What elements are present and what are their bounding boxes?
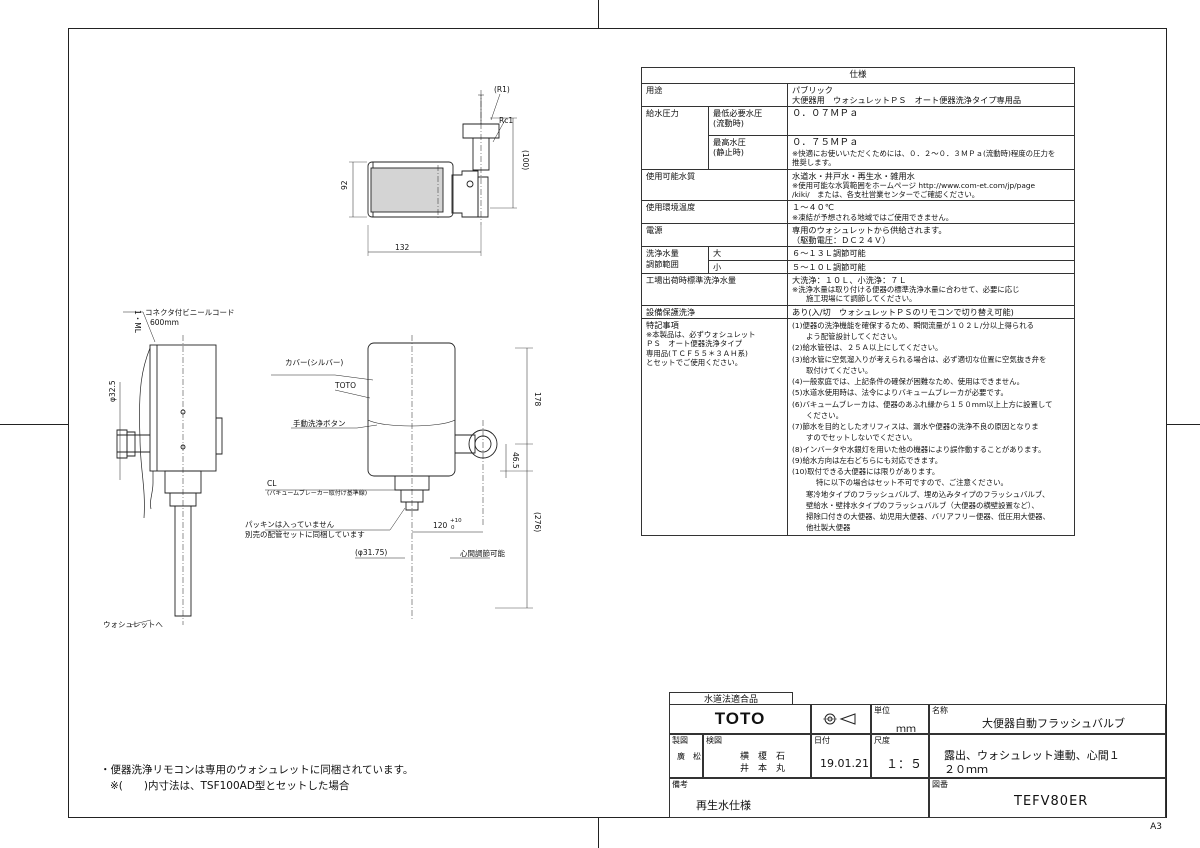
date-label: 日付 — [814, 736, 830, 745]
spec-value-min-pressure: ０．０７ＭＰａ — [787, 106, 1075, 137]
toto-logo: TOTO — [669, 704, 811, 734]
title-block: 水道法適合品 TOTO 単位 ｍｍ 名称 大便器自動フラッシュバルブ 製図 廣 … — [669, 692, 1166, 818]
spec-label-flush-volume: 洗浄水量調節範囲 — [641, 246, 709, 274]
name-cell: 名称 大便器自動フラッシュバルブ — [929, 704, 1166, 734]
dim-46: 46.5 — [511, 452, 520, 469]
projection-symbol-icon — [811, 704, 871, 734]
spec-sublabel-max-pressure: 最高水圧 (静止時) — [708, 135, 788, 170]
sheet-frame — [68, 28, 1167, 818]
description-line-1: 露出、ウォシュレット連動、心間１ — [944, 749, 1120, 762]
date-value: 19.01.21 — [820, 757, 869, 770]
dim-r1: (R1) — [494, 85, 510, 94]
date-cell: 日付 19.01.21 — [811, 734, 871, 778]
spec-value-large: ６～１３Ｌ調節可能 — [787, 246, 1075, 261]
unit-label: 単位 — [874, 706, 890, 715]
spec-value-protection: あり(入/切 ウォシュレットＰＳのリモコンで切り替え可能) — [787, 304, 1075, 319]
dim-120-plus: +10 — [450, 518, 462, 524]
checked-name-2: 井 本 丸 — [740, 764, 786, 774]
page-size-label: A3 — [1150, 822, 1162, 832]
label-connector-cord: コネクタ付ビニールコード — [145, 307, 235, 317]
top-view — [349, 90, 517, 256]
front-view — [265, 335, 533, 620]
label-manual-button: 手動洗浄ボタン — [293, 418, 346, 428]
technical-drawing: (R1) Rc1 (100) 92 132 コネクタ付ビニールコード 600mm… — [103, 85, 542, 629]
spec-value-small: ５～１０Ｌ調節可能 — [787, 259, 1075, 274]
spec-label-power: 電源 — [641, 222, 788, 248]
dim-178: 178 — [533, 392, 542, 407]
spec-label-protection: 設備保護洗浄 — [641, 304, 788, 319]
drawing-number-cell: 図番 TEFV80ER — [929, 778, 1166, 818]
spec-value-remarks: (1)便器の洗浄機能を確保するため、瞬間流量が１０２Ｌ/分以上得られる よう配管… — [787, 317, 1075, 536]
remarks-value: 再生水仕様 — [696, 799, 751, 812]
drawing-number-label: 図番 — [932, 780, 948, 789]
label-vacuum-breaker: (バキュームブレーカー取付け基準線) — [267, 489, 367, 497]
spec-value-usage: パブリック大便器用 ウォシュレットＰＳ オート便器洗浄タイプ専用品 — [787, 82, 1075, 108]
note-remote: ・便器洗浄リモコンは専用のウォシュレットに同梱されています。 — [100, 764, 414, 776]
spec-value-factory-volume: 大洗浄：１０Ｌ、小洗浄：７Ｌ※洗浄水量は取り付ける便器の標準洗浄水量に合わせて、… — [787, 272, 1075, 306]
unit-cell: 単位 ｍｍ — [871, 704, 929, 735]
unit-value: ｍｍ — [896, 724, 916, 735]
drafted-cell: 製図 廣 松 — [669, 734, 703, 778]
dim-276: (276) — [533, 512, 542, 532]
checked-cell: 検図 横 榎 石 井 本 丸 — [703, 734, 811, 778]
spec-header: 仕様 — [641, 67, 1075, 84]
spec-label-factory-volume: 工場出荷時標準洗浄水量 — [641, 272, 788, 306]
note-dimensions: ※( )内寸法は、TSF100AD型とセットした場合 — [110, 780, 350, 792]
product-name: 大便器自動フラッシュバルブ — [982, 717, 1125, 730]
dim-phi31: (φ31.75) — [355, 548, 387, 557]
spec-label-remarks: 特記事項 ※本製品は、必ずウォシュレット ＰＳ オート便器洗浄タイプ 専用品(Ｔ… — [641, 317, 788, 536]
spec-sublabel-small: 小 — [708, 259, 788, 274]
checked-label: 検図 — [706, 736, 722, 745]
description-cell: 露出、ウォシュレット連動、心間１ ２０ｍｍ — [929, 734, 1166, 778]
drawing-notes: ・便器洗浄リモコンは専用のウォシュレットに同梱されています。 ※( )内寸法は、… — [100, 762, 413, 794]
center-tick-bottom — [598, 818, 599, 848]
drafted-label: 製図 — [672, 736, 688, 745]
spec-sublabel-large: 大 — [708, 246, 788, 261]
dim-ml: 1・ML — [133, 310, 142, 334]
scale-value: １：５ — [886, 757, 923, 771]
spec-label-temperature: 使用環境温度 — [641, 200, 788, 224]
label-packing-2: 別売の配管セットに同梱しています — [245, 529, 365, 539]
label-packing-1: パッキンは入っていません — [245, 520, 335, 529]
scale-cell: 尺度 １：５ — [871, 734, 929, 778]
remarks-label: 備考 — [672, 780, 688, 789]
label-cl: CL — [267, 479, 277, 488]
spec-label-water-quality: 使用可能水質 — [641, 168, 788, 202]
spec-label-usage: 用途 — [641, 82, 788, 108]
label-cord-length: 600mm — [150, 318, 179, 327]
spec-value-temperature: １～４０℃※凍結が予想される地域ではご使用できません。 — [787, 200, 1075, 224]
label-center-adjust: 心間調節可能 — [460, 548, 505, 558]
label-cover: カバー(シルバー) — [285, 358, 343, 367]
dim-132: 132 — [395, 243, 410, 252]
spec-value-max-pressure: ０．７５ＭＰａ ※快適にお使いいただくためには、０．２～０．３ＭＰａ(流動時)程… — [787, 135, 1075, 170]
center-tick-left — [0, 424, 68, 425]
checked-name-1: 横 榎 石 — [740, 752, 786, 762]
label-toto: TOTO — [334, 381, 356, 390]
dim-92: 92 — [340, 180, 349, 190]
scale-label: 尺度 — [874, 736, 890, 745]
name-label: 名称 — [932, 706, 948, 715]
remarks-cell: 備考 再生水仕様 — [669, 778, 929, 818]
spec-table: 仕様 用途 パブリック大便器用 ウォシュレットＰＳ オート便器洗浄タイプ専用品 … — [641, 67, 1075, 536]
spec-sublabel-min-pressure: 最低必要水圧 (流動時) — [708, 106, 788, 137]
dim-phi32: φ32.5 — [108, 380, 117, 402]
spec-value-water-quality: 水道水・井戸水・再生水・雑用水※使用可能な水質範囲をホームページ http://… — [787, 168, 1075, 202]
spec-label-pressure: 給水圧力 — [641, 106, 709, 170]
dim-rc1: Rc1 — [499, 116, 513, 125]
center-tick-top — [598, 0, 599, 28]
drafted-name: 廣 松 — [677, 752, 701, 761]
center-tick-right — [1167, 424, 1200, 425]
description-line-2: ２０ｍｍ — [944, 763, 988, 776]
label-to-washlet: ウォシュレットへ — [103, 620, 163, 629]
drawing-number: TEFV80ER — [1014, 794, 1089, 809]
side-view — [116, 311, 223, 626]
spec-value-power: 専用のウォシュレットから供給されます。（駆動電圧：ＤＣ２４Ｖ） — [787, 222, 1075, 248]
dim-120: 120 — [433, 521, 448, 530]
dim-100: (100) — [521, 150, 530, 170]
dim-120-minus: 0 — [451, 525, 455, 531]
